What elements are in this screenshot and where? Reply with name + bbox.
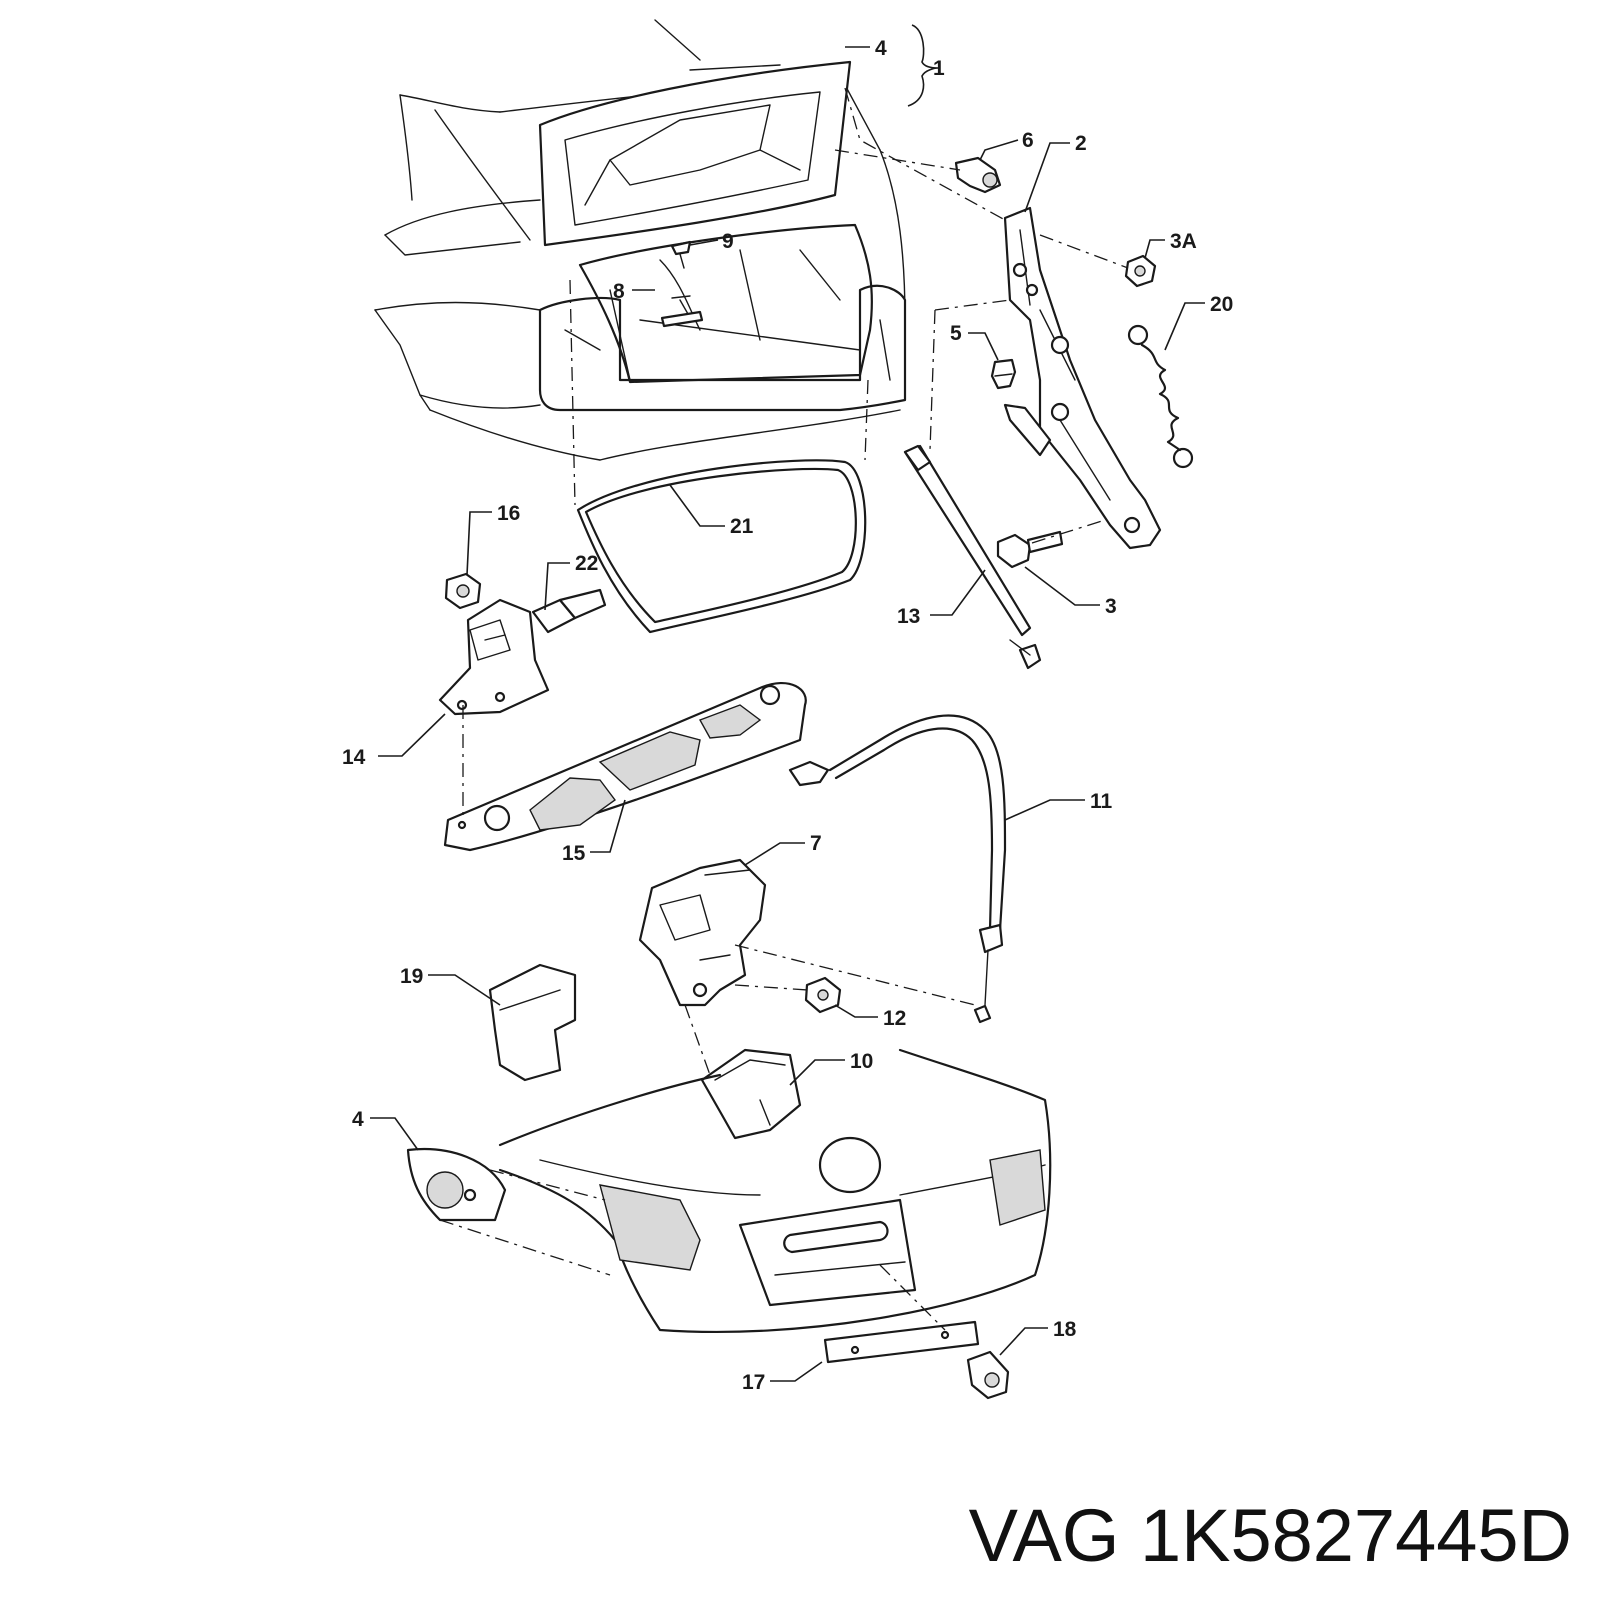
buffer-part-6 [954,156,1002,194]
nut-part-16 [444,572,482,610]
callout-labels: 1 4 6 2 3A 9 8 20 5 21 16 22 13 3 14 11 … [342,37,1233,1394]
trunk-lock-part-7 [638,858,767,1007]
callout-3a: 3A [1170,230,1197,253]
bolt-part-3 [996,530,1064,569]
callout-leader-lines [370,24,1205,1382]
callout-18: 18 [1053,1318,1077,1341]
clip-part-5 [990,358,1017,390]
trunk-lid-closed [498,1048,1052,1334]
car-rear-body-outline [374,19,907,461]
callout-14: 14 [342,746,366,769]
callout-7: 7 [810,832,822,855]
trunk-lid-open [538,60,873,384]
callout-5: 5 [950,322,962,345]
part-number-caption: VAG 1K5827445D [872,1494,1572,1578]
callout-12: 12 [883,1007,906,1030]
callout-2: 2 [1075,132,1087,155]
callout-22: 22 [575,552,598,575]
bolt-part-9 [670,240,692,269]
cover-part-19 [488,963,577,1082]
spring-part-20 [1127,324,1194,469]
nut-part-3a [1124,254,1157,288]
callout-11: 11 [1090,790,1113,813]
plug-part-18 [966,1350,1010,1400]
callout-10: 10 [850,1050,873,1073]
callout-21: 21 [730,515,754,538]
trunk-handle-part-8 [660,295,704,328]
plate-bracket-part-17 [823,1320,980,1364]
callout-4-top: 4 [875,37,887,60]
callout-9: 9 [722,230,734,253]
trunk-seal-part-21 [576,459,867,634]
handle-part-10 [700,1048,802,1140]
callout-20: 20 [1210,293,1233,316]
trunk-hinge-part-2 [1003,206,1162,550]
callout-4-bottom: 4 [352,1108,364,1131]
assembly-dash-lines [439,87,1129,1331]
nut-part-12 [804,976,842,1014]
callout-8: 8 [613,280,625,303]
callout-16: 16 [497,502,520,525]
trim-panel-part-15 [443,682,807,852]
callout-15: 15 [562,842,586,865]
callout-3: 3 [1105,595,1117,618]
brand-name: VAG [968,1494,1120,1577]
callout-1: 1 [933,57,945,80]
release-cable-part-11 [788,714,1007,1024]
bracket-part-14 [438,598,550,716]
part-number: 1K5827445D [1139,1494,1572,1577]
tail-light-part-4 [406,1148,507,1222]
callout-6: 6 [1022,129,1034,152]
switch-part-22 [531,588,607,634]
callout-19: 19 [400,965,423,988]
callout-13: 13 [897,605,920,628]
callout-17: 17 [742,1371,765,1394]
